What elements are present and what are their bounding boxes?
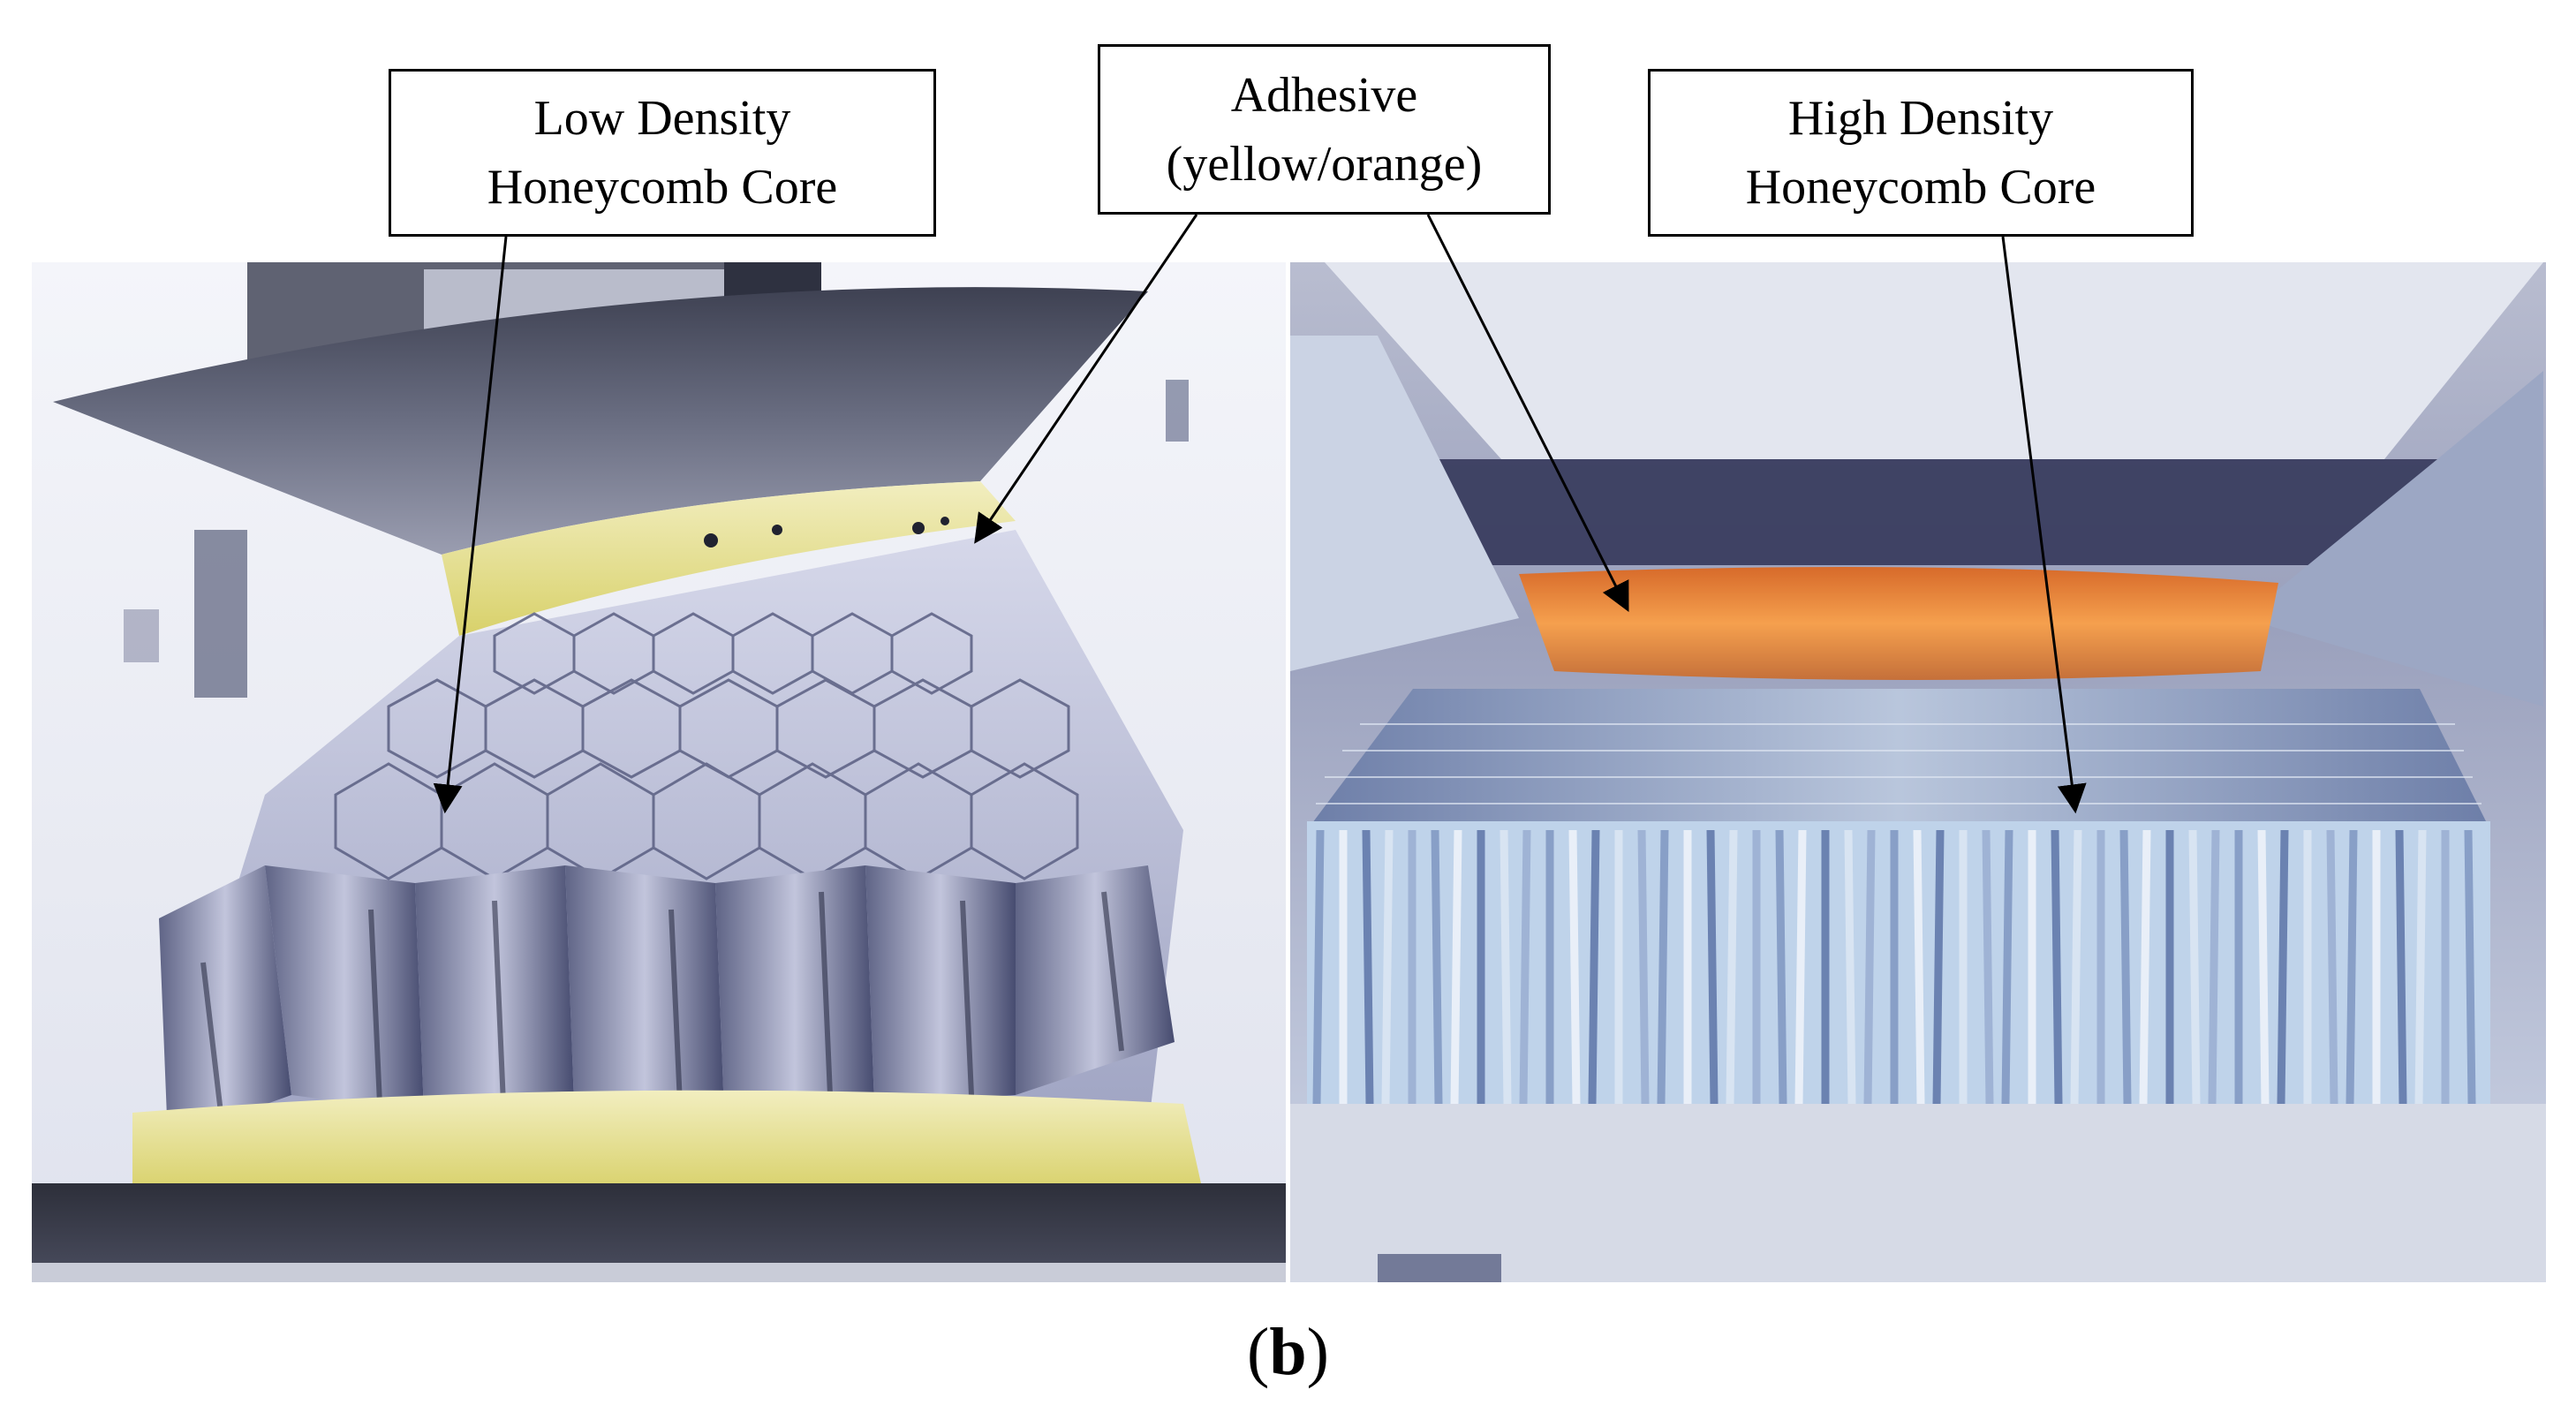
core-stripe (1913, 829, 1925, 1105)
core-stripe (1982, 829, 1994, 1105)
caption-close-paren: ) (1306, 1315, 1329, 1389)
core-stripe (2051, 829, 2063, 1105)
core-stripe (1726, 829, 1738, 1105)
core-stripe (2119, 829, 2132, 1105)
caption-open-paren: ( (1247, 1315, 1270, 1389)
core-stripe (1794, 829, 1807, 1105)
low-density-label-line2: Honeycomb Core (487, 160, 838, 215)
core-stripe (2208, 829, 2220, 1105)
arrow-adhesive-right (1426, 214, 1629, 612)
arrow-low-density (433, 236, 508, 814)
core-stripe (2326, 829, 2338, 1105)
arrow-adhesive-left (974, 214, 1198, 544)
core-stripe (2395, 829, 2407, 1105)
low-density-photo (32, 262, 1286, 1282)
core-stripe (2414, 829, 2427, 1105)
core-stripe (2070, 829, 2082, 1105)
adhesive-label: Adhesive (yellow/orange) (1098, 44, 1551, 215)
figure-caption: (b) (0, 1314, 2576, 1391)
core-stripe (1519, 829, 1531, 1105)
core-stripes (1312, 829, 2476, 1105)
high-density-label: High Density Honeycomb Core (1648, 69, 2194, 237)
core-stripe (2139, 829, 2151, 1105)
core-stripe (1312, 829, 1325, 1105)
high-density-photo (1290, 262, 2546, 1282)
arrow-high-density (2001, 236, 2087, 814)
core-stripe (2257, 829, 2270, 1105)
high-density-label-line1: High Density (1787, 91, 2054, 146)
core-stripe (1657, 829, 1669, 1105)
core-stripe (1706, 829, 1719, 1105)
core-stripe (1637, 829, 1650, 1105)
high-density-label-line2: Honeycomb Core (1745, 160, 2096, 215)
core-stripe (1362, 829, 1374, 1105)
low-density-label-line1: Low Density (533, 91, 791, 146)
core-stripe (2277, 829, 2289, 1105)
core-stripe (1450, 829, 1462, 1105)
core-stripe (2346, 829, 2358, 1105)
caption-letter: b (1269, 1315, 1307, 1389)
core-stripe (1588, 829, 1600, 1105)
core-stripe (1844, 829, 1856, 1105)
core-stripe (2001, 829, 2013, 1105)
core-stripe (1381, 829, 1394, 1105)
core-stripe (1500, 829, 1512, 1105)
annotation-arrows (433, 214, 2087, 814)
core-stripe (1775, 829, 1787, 1105)
core-stripe (1568, 829, 1581, 1105)
adhesive-label-line2: (yellow/orange) (1166, 136, 1483, 192)
adhesive-label-line1: Adhesive (1230, 67, 1418, 123)
core-stripe (1863, 829, 1876, 1105)
core-stripe (1932, 829, 1945, 1105)
core-stripe (2464, 829, 2476, 1105)
low-density-label: Low Density Honeycomb Core (389, 69, 936, 237)
core-stripe (1431, 829, 1443, 1105)
core-stripe (2188, 829, 2201, 1105)
